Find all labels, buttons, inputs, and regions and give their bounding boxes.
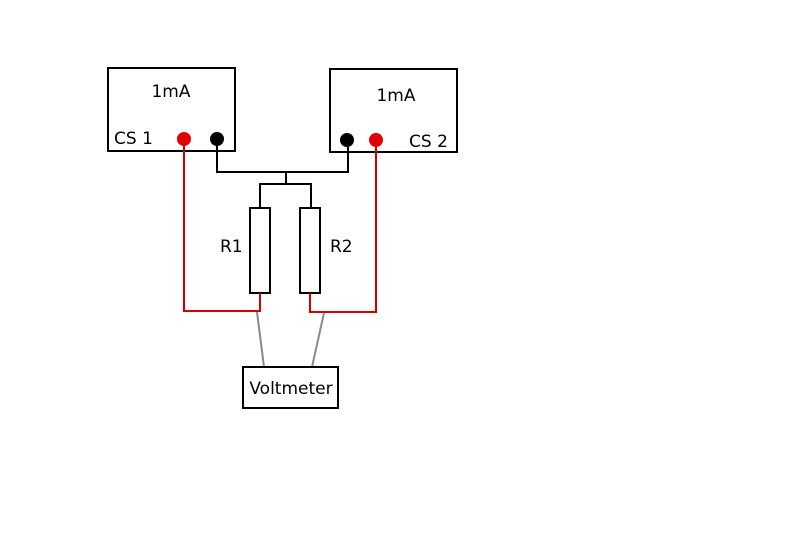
current-source-2-current-label: 1mA (376, 86, 415, 106)
current-source-1-current-label: 1mA (151, 82, 190, 102)
voltmeter: Voltmeter (242, 366, 339, 409)
voltmeter-box (242, 366, 339, 409)
voltmeter-probe-wire-2 (311, 312, 325, 368)
common-wire (216, 146, 349, 173)
current-source-2-negative-terminal (340, 133, 354, 147)
positive-wire-1 (183, 146, 261, 312)
voltmeter-label: Voltmeter (249, 379, 332, 399)
current-source-2-name-label: CS 2 (409, 132, 448, 152)
common-wire-branch (259, 183, 312, 208)
voltmeter-probe-wire-1 (256, 311, 265, 368)
positive-wire-2 (309, 147, 377, 313)
resistor-r1-label: R1 (220, 237, 243, 257)
current-source-1-name-label: CS 1 (114, 129, 153, 149)
current-source-1-positive-terminal (177, 132, 191, 146)
current-source-1: 1mA CS 1 (107, 67, 236, 152)
resistor-r1 (249, 207, 271, 294)
current-source-2: 1mA CS 2 (329, 68, 458, 153)
current-source-2-positive-terminal (369, 133, 383, 147)
resistor-r2 (299, 207, 321, 294)
current-source-1-negative-terminal (210, 132, 224, 146)
resistor-r2-label: R2 (330, 237, 353, 257)
